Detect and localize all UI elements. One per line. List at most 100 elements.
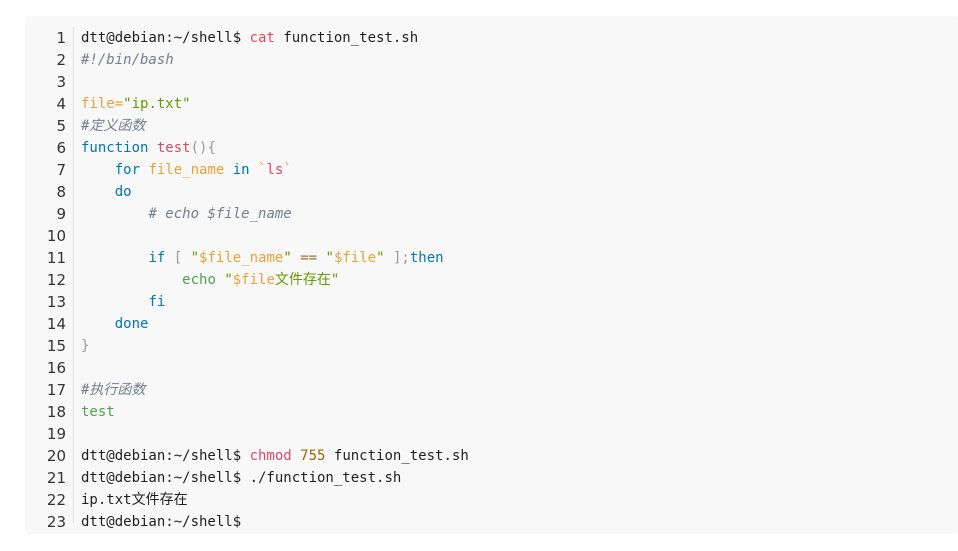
keyword: done (114, 316, 149, 332)
code-line: done (81, 313, 958, 335)
keyword: fi (148, 294, 166, 310)
line-number: 2 (56, 51, 66, 69)
space (385, 250, 393, 266)
line-number: 21 (46, 469, 66, 487)
quote: " (376, 250, 385, 266)
keyword: then (409, 250, 444, 266)
space (224, 162, 232, 178)
line-number: 18 (46, 403, 66, 421)
code-line: echo "$file文件存在" (81, 269, 958, 291)
space (292, 250, 300, 266)
line-number: 22 (46, 491, 66, 509)
function-call: test (81, 404, 115, 420)
code-line: for file_name in `ls` (81, 159, 958, 181)
code-content: dtt@debian:~/shell$ cat function_test.sh… (81, 27, 958, 533)
code-line: # echo $file_name (81, 203, 958, 225)
code-line: dtt@debian:~/shell$ ./function_test.sh (81, 467, 958, 489)
code-line-empty (81, 423, 958, 445)
line-number-gutter: 1 2 3 4 5 6 7 8 9 10 11 12 13 14 15 16 1… (25, 27, 74, 531)
line-number: 7 (56, 161, 66, 179)
function-name: test (156, 140, 191, 156)
keyword: in (232, 162, 250, 178)
space (165, 250, 173, 266)
variable: file_name (148, 162, 225, 178)
indent (81, 294, 148, 310)
builtin: echo (182, 272, 216, 288)
line-number: 13 (46, 293, 66, 311)
space (250, 162, 258, 178)
code-line: dtt@debian:~/shell$ cat function_test.sh (81, 27, 958, 49)
code-line-empty (81, 71, 958, 93)
command: cat (249, 30, 275, 46)
code-line: fi (81, 291, 958, 313)
line-number: 17 (46, 381, 66, 399)
argument: function_test.sh (325, 448, 469, 464)
command: ls (266, 162, 284, 178)
line-number: 10 (46, 227, 66, 245)
line-number: 6 (56, 139, 66, 157)
line-number: 11 (46, 249, 66, 267)
line-number: 20 (46, 447, 66, 465)
variable: $file (333, 250, 377, 266)
space (182, 250, 190, 266)
code-line: #定义函数 (81, 115, 958, 137)
code-line: } (81, 335, 958, 357)
indent (81, 206, 148, 222)
output-text: ip.txt文件存在 (81, 492, 188, 508)
code-line-empty (81, 357, 958, 379)
variable: file (81, 96, 115, 112)
shell-prompt: dtt@debian:~/shell$ (81, 470, 250, 486)
code-line: #执行函数 (81, 379, 958, 401)
quote: " (330, 272, 340, 288)
number: 755 (300, 448, 326, 464)
code-line: ip.txt文件存在 (81, 489, 958, 511)
string: "ip.txt" (123, 96, 191, 112)
keyword: if (148, 250, 166, 266)
keyword: function (81, 140, 149, 156)
code-line: do (81, 181, 958, 203)
space (292, 448, 300, 464)
comment: #定义函数 (81, 118, 146, 134)
code-line: dtt@debian:~/shell$ (81, 511, 958, 533)
backtick: ` (283, 162, 292, 178)
string: 文件存在 (274, 272, 331, 288)
quote: " (325, 250, 334, 266)
code-line: dtt@debian:~/shell$ chmod 755 function_t… (81, 445, 958, 467)
code-line: file="ip.txt" (81, 93, 958, 115)
line-number: 16 (46, 359, 66, 377)
comment: #执行函数 (81, 382, 146, 398)
line-number: 3 (56, 73, 66, 91)
line-number: 12 (46, 271, 66, 289)
bracket: ]; (392, 250, 410, 266)
variable: $file (232, 272, 275, 288)
code-line-empty (81, 225, 958, 247)
comment: # echo $file_name (148, 206, 292, 222)
quote: " (224, 272, 233, 288)
code-line: if [ "$file_name" == "$file" ];then (81, 247, 958, 269)
indent (81, 184, 115, 200)
backtick: ` (258, 162, 267, 178)
indent (81, 250, 148, 266)
bracket: [ (173, 250, 183, 266)
punctuation: } (81, 338, 90, 354)
argument: ./function_test.sh (249, 470, 402, 486)
line-number: 1 (56, 29, 66, 47)
code-block: 1 2 3 4 5 6 7 8 9 10 11 12 13 14 15 16 1… (25, 16, 958, 534)
space (148, 140, 156, 156)
operator: == (300, 250, 318, 266)
command: chmod (249, 448, 292, 464)
line-number: 5 (56, 117, 66, 135)
quote: " (190, 250, 200, 266)
keyword: for (114, 162, 141, 178)
code-line: function test(){ (81, 137, 958, 159)
code-line: #!/bin/bash (81, 49, 958, 71)
shell-prompt: dtt@debian:~/shell$ (81, 448, 250, 464)
indent (81, 272, 182, 288)
line-number: 9 (56, 205, 66, 223)
line-number: 4 (56, 95, 66, 113)
argument: function_test.sh (274, 30, 419, 46)
quote: " (283, 250, 292, 266)
line-number: 19 (46, 425, 66, 443)
code-line: test (81, 401, 958, 423)
line-number: 15 (46, 337, 66, 355)
